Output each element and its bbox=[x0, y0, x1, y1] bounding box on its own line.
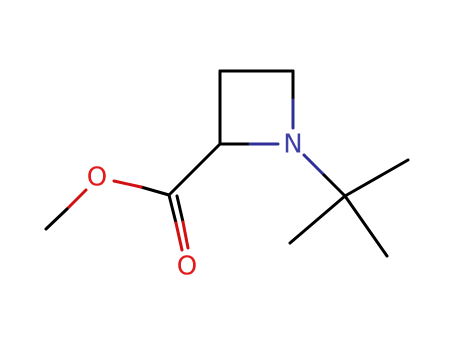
carbonyl-double-bond-inner-black bbox=[175, 194, 185, 224]
bond-ccarbonyl-oether-red bbox=[112, 179, 143, 189]
bond-cq-ch3-left bbox=[288, 194, 347, 245]
bond-cq-ch3-down bbox=[343, 194, 389, 258]
nitrogen-atom-label: N bbox=[283, 130, 302, 160]
bond-oether-ch3-black bbox=[44, 207, 69, 231]
carbonyl-double-bond-outer-red bbox=[174, 221, 184, 252]
bond-n1-cq-black bbox=[322, 173, 347, 198]
methyl-ester-group bbox=[44, 142, 222, 252]
bond-c2-ccarbonyl bbox=[167, 142, 222, 197]
carbonyl-double-bond-outer-black bbox=[167, 193, 178, 225]
carbonyl-double-bond-inner-red bbox=[181, 220, 190, 250]
carbonyl-oxygen-atom-label: O bbox=[177, 252, 197, 282]
tert-butyl-group bbox=[288, 153, 410, 258]
bond-n1-cq-blue bbox=[302, 153, 326, 177]
bond-oether-ch3-red bbox=[65, 188, 88, 211]
bond-cq-ch3-right bbox=[343, 158, 410, 198]
ether-oxygen-atom-label: O bbox=[87, 163, 107, 193]
azetidine-ring bbox=[218, 69, 295, 146]
bond-ccarbonyl-oether-black bbox=[139, 185, 171, 197]
